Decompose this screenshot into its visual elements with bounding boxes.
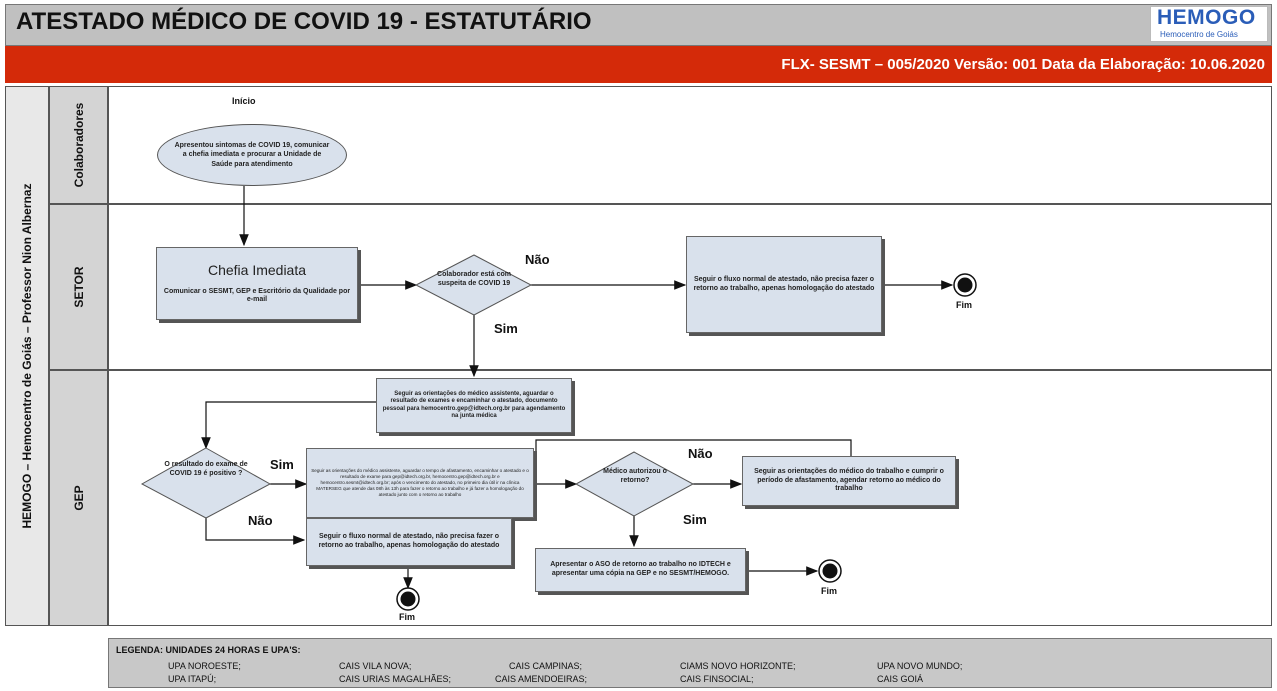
task-gep-orientacoes-text: Seguir as orientações do médico assisten… [382, 390, 566, 420]
fim-3-label: Fim [821, 586, 838, 596]
decision-suspeita-text: Colaborador está com suspeita de COVID 1… [437, 271, 511, 288]
task-gep-fluxo-normal: Seguir o fluxo normal de atestado, não p… [306, 518, 512, 566]
task-fluxo-normal-setor: Seguir o fluxo normal de atestado, não p… [686, 236, 882, 333]
task-gep-orientacoes: Seguir as orientações do médico assisten… [376, 378, 572, 433]
task-aso-text: Apresentar o ASO de retorno ao trabalho … [550, 561, 731, 577]
arrow-orientacoes-to-resultado [201, 401, 376, 450]
chefia-title: Chefia Imediata [207, 262, 307, 278]
legend-title: LEGENDA: UNIDADES 24 HORAS E UPA'S: [116, 645, 301, 655]
legend-item: UPA ITAPÚ; [168, 674, 217, 684]
legend-item: CIAMS NOVO HORIZONTE; [680, 661, 796, 671]
arrow-resultado-nao [205, 515, 306, 545]
task-fluxo-normal-setor-text: Seguir o fluxo normal de atestado, não p… [693, 275, 875, 292]
label-nao-1: Não [525, 252, 550, 267]
logo-subtitle: Hemocentro de Goiás [1160, 30, 1238, 39]
decision-medico-text: Médico autorizou o retorno? [603, 468, 667, 485]
task-gep-medico-trabalho-text: Seguir as orientações do médico do traba… [754, 467, 944, 493]
fim-1-label: Fim [956, 300, 973, 310]
legend-item: CAIS GOIÁ [877, 674, 924, 684]
logo-text: HEMOGO [1157, 6, 1256, 29]
label-sim-1: Sim [494, 321, 518, 336]
task-gep-fluxo-normal-text: Seguir o fluxo normal de atestado, não p… [318, 533, 500, 549]
label-sim-3: Sim [683, 512, 707, 527]
logo [1150, 6, 1268, 42]
task-gep-positivo: Seguir as orientações do médico assisten… [306, 448, 534, 518]
fim-2-icon [396, 587, 420, 611]
decision-resultado-shape [140, 447, 272, 519]
legend-item: CAIS VILA NOVA; [339, 661, 412, 671]
document-code: FLX- SESMT – 005/2020 Versão: 001 Data d… [781, 56, 1265, 73]
chefia-text: Comunicar o SESMT, GEP e Escritório da Q… [163, 287, 351, 304]
task-aso: Apresentar o ASO de retorno ao trabalho … [535, 548, 746, 592]
chefia-task: Chefia Imediata Comunicar o SESMT, GEP e… [156, 247, 358, 320]
code-bar [5, 46, 1272, 83]
decision-medico-shape [574, 451, 695, 517]
legend-item: CAIS CAMPINAS; [509, 661, 583, 671]
label-nao-2: Não [248, 513, 273, 528]
label-nao-3: Não [688, 446, 713, 461]
decision-suspeita-shape [414, 254, 533, 316]
lane-header-setor [49, 204, 108, 370]
decision-resultado-text: O resultado do exame de COVID 19 é posit… [164, 461, 248, 478]
arrow-loop-back [535, 439, 852, 484]
start-event: Apresentou sintomas de COVID 19, comunic… [157, 124, 347, 186]
legend-item: UPA NOROESTE; [168, 661, 241, 671]
legend-item: CAIS FINSOCIAL; [680, 674, 754, 684]
fim-2-label: Fim [399, 612, 416, 622]
lane-header-colaboradores [49, 86, 108, 204]
legend [108, 638, 1272, 688]
page-title: ATESTADO MÉDICO DE COVID 19 - ESTATUTÁRI… [16, 8, 592, 35]
start-label: Início [232, 96, 256, 106]
task-gep-medico-trabalho: Seguir as orientações do médico do traba… [742, 456, 956, 506]
legend-item: CAIS AMENDOEIRAS; [495, 674, 588, 684]
legend-item: UPA NOVO MUNDO; [877, 661, 963, 671]
fim-1-icon [953, 273, 977, 297]
start-text: Apresentou sintomas de COVID 19, comunic… [174, 142, 330, 168]
fim-3-icon [818, 559, 842, 583]
task-gep-positivo-text: Seguir as orientações do médico assisten… [311, 468, 529, 497]
lane-header-gep [49, 370, 108, 626]
label-sim-2: Sim [270, 457, 294, 472]
title-bar [5, 4, 1272, 46]
legend-item: CAIS URIAS MAGALHÃES; [339, 674, 452, 684]
pool-header [5, 86, 49, 626]
